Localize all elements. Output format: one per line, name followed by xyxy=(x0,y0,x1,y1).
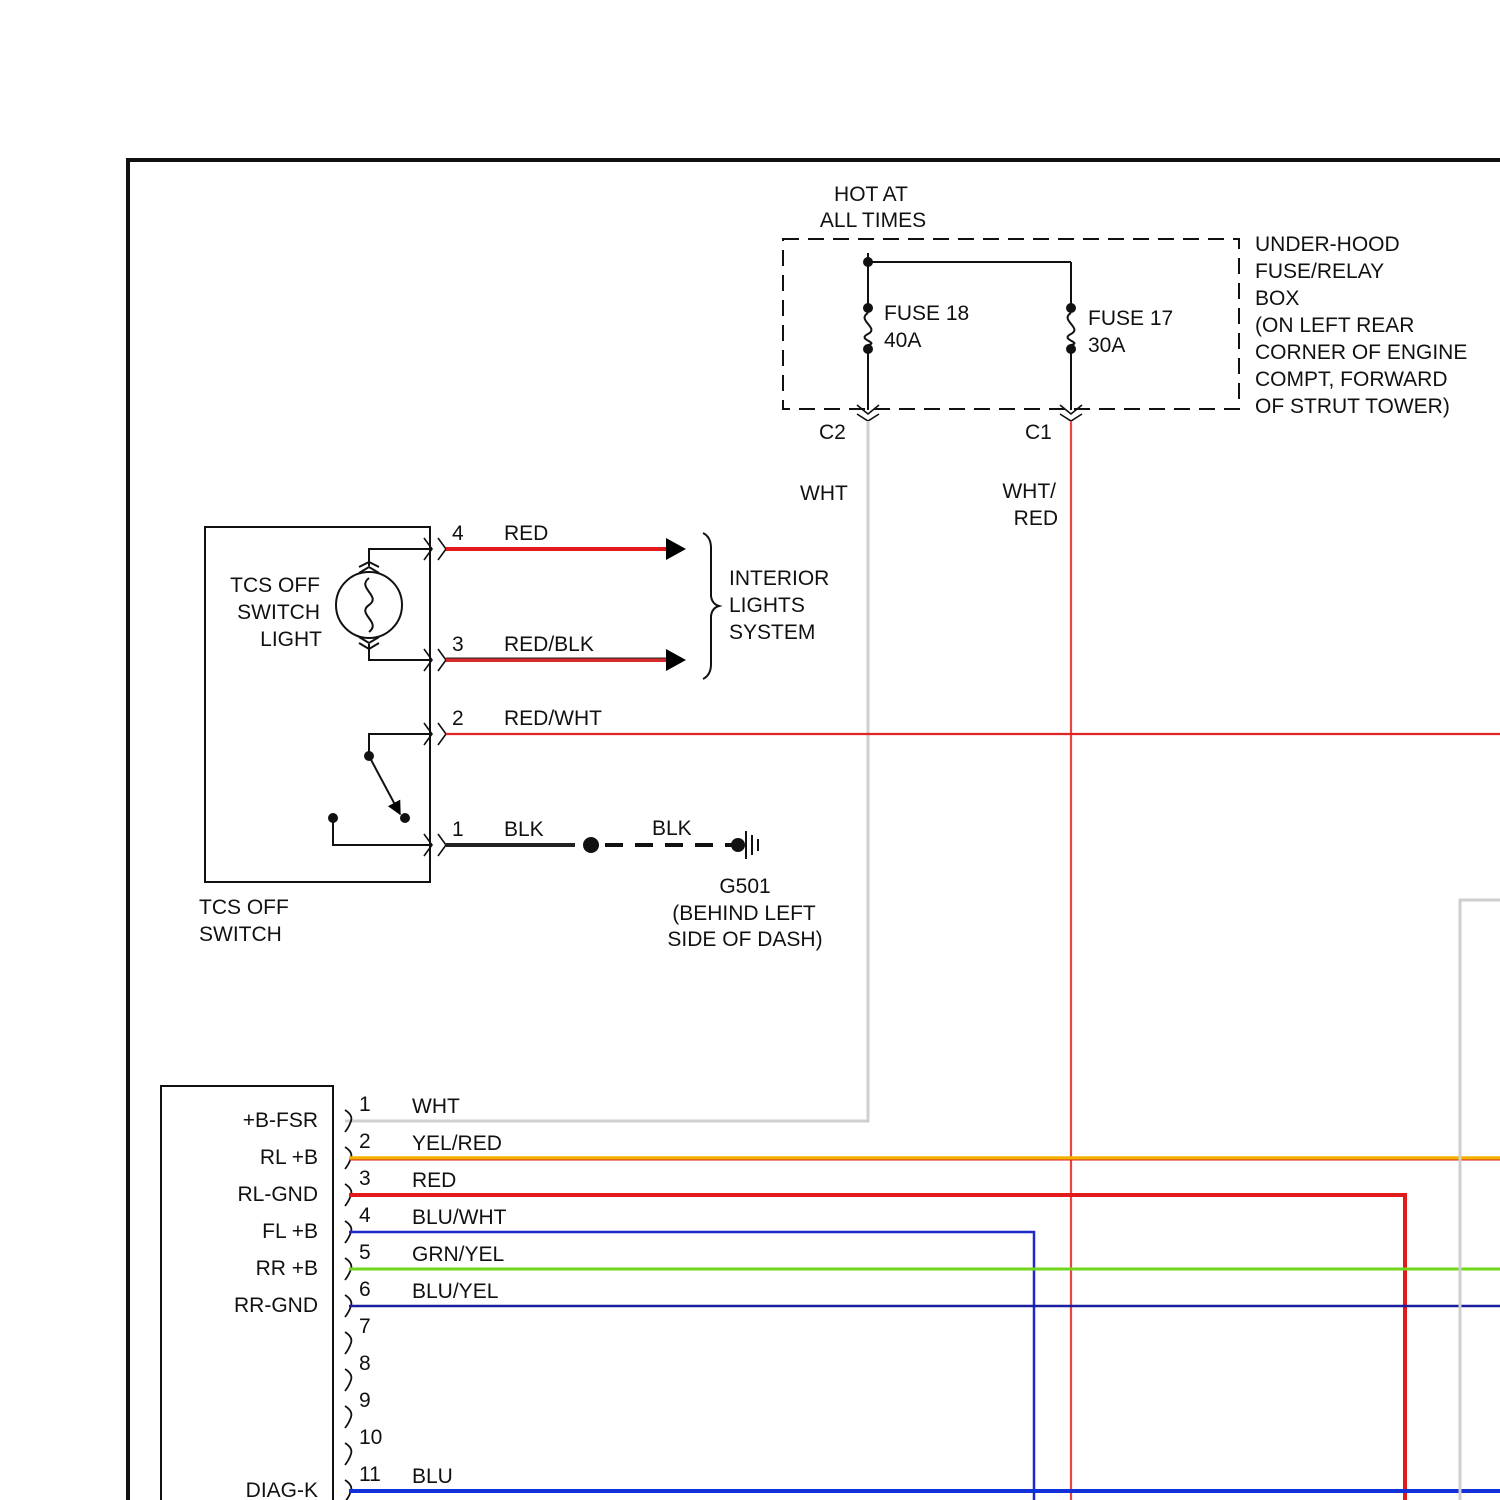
bus-junction-dot xyxy=(863,257,873,267)
box-desc-line: COMPT, FORWARD xyxy=(1255,368,1448,391)
fuse-box-description: UNDER-HOOD FUSE/RELAY BOX (ON LEFT REAR … xyxy=(1255,233,1467,418)
switch-contact-icon xyxy=(328,734,432,845)
module-pin-number: 2 xyxy=(359,1130,371,1153)
module-pin-glyph xyxy=(345,1369,351,1391)
module-wire-label: BLU xyxy=(412,1465,453,1488)
ground-wire-label: BLK xyxy=(652,817,692,840)
box-desc-line: CORNER OF ENGINE xyxy=(1255,341,1467,364)
wire-c1-color-label: WHT/ xyxy=(1002,480,1056,503)
tcs-light-label: SWITCH xyxy=(237,601,320,624)
fuse-18-name: FUSE 18 xyxy=(884,302,969,325)
module-wire-label: RED xyxy=(412,1169,456,1192)
tcs-pin-number: 4 xyxy=(452,522,464,545)
wire-c1-color-label: RED xyxy=(1014,507,1058,530)
interior-lights-brace xyxy=(703,533,719,679)
fuse-17-rating: 30A xyxy=(1088,334,1125,357)
fuse-relay-box: HOT AT ALL TIMES UNDER-HOOD FUSE/RELAY B… xyxy=(783,183,1467,444)
module-pin-number: 11 xyxy=(359,1463,381,1486)
fuse-17-name: FUSE 17 xyxy=(1088,307,1173,330)
box-desc-line: BOX xyxy=(1255,287,1299,310)
tcs-wire-label: RED xyxy=(504,522,548,545)
wire-red-rl-gnd xyxy=(349,1195,1405,1500)
module-pin-label: DIAG-K xyxy=(246,1479,318,1500)
module-pin-label: RL-GND xyxy=(237,1183,318,1206)
module-pin-number: 7 xyxy=(359,1315,371,1338)
ground-label: SIDE OF DASH) xyxy=(667,928,822,951)
tcs-pin-number: 1 xyxy=(452,818,464,841)
box-desc-line: OF STRUT TOWER) xyxy=(1255,395,1450,418)
interior-lights-label: SYSTEM xyxy=(729,621,815,644)
module-pin-label: RL +B xyxy=(260,1146,318,1169)
tcs-switch-name: TCS OFF xyxy=(199,896,289,919)
arrow-right-icon xyxy=(666,538,686,560)
fuse-18-rating: 40A xyxy=(884,329,921,352)
module-pin-glyph xyxy=(345,1443,351,1465)
module-pin-number: 8 xyxy=(359,1352,371,1375)
module-wire-label: BLU/WHT xyxy=(412,1206,507,1229)
module-pin-glyph xyxy=(345,1332,351,1354)
box-desc-line: FUSE/RELAY xyxy=(1255,260,1384,283)
fuse-18-symbol xyxy=(863,303,873,354)
wire-wht-right xyxy=(1460,900,1500,1500)
box-desc-line: (ON LEFT REAR xyxy=(1255,314,1414,337)
arrow-right-icon xyxy=(666,649,686,671)
connector-c2-label: C2 xyxy=(819,421,846,444)
module-pin-number: 1 xyxy=(359,1093,371,1116)
tcs-switch-name: SWITCH xyxy=(199,923,282,946)
module-wire-label: GRN/YEL xyxy=(412,1243,504,1266)
module-pin-number: 4 xyxy=(359,1204,371,1227)
tcs-wire-label: RED/WHT xyxy=(504,707,602,730)
interior-lights-label: LIGHTS xyxy=(729,594,805,617)
box-desc-line: UNDER-HOOD xyxy=(1255,233,1400,256)
tcs-wire-label: RED/BLK xyxy=(504,633,594,656)
module-pin-glyph xyxy=(345,1406,351,1428)
module-pin-label: +B-FSR xyxy=(243,1109,318,1132)
ground-icon xyxy=(731,831,758,859)
ground-label: (BEHIND LEFT xyxy=(672,902,816,925)
tcs-pin-number: 3 xyxy=(452,633,464,656)
module-pins: 1 +B-FSR WHT 2 RL +B YEL/RED 3RL-GND RED 4 FL +B B… xyxy=(234,1093,507,1500)
hot-at-label: HOT AT xyxy=(834,183,908,206)
module-pin-number: 10 xyxy=(359,1426,382,1449)
tcs-pin-number: 2 xyxy=(452,707,464,730)
module-pin-label: RR +B xyxy=(256,1257,318,1280)
tcs-light-label: TCS OFF xyxy=(230,574,320,597)
bulb-icon xyxy=(336,549,432,660)
wire-blu-wht xyxy=(349,1232,1034,1500)
module-wire-label: YEL/RED xyxy=(412,1132,502,1155)
module-pin-number: 5 xyxy=(359,1241,371,1264)
fuse-17-symbol xyxy=(1066,303,1076,354)
splice-dot xyxy=(583,837,599,853)
module-wire-label: BLU/YEL xyxy=(412,1280,498,1303)
module-pin-number: 6 xyxy=(359,1278,371,1301)
module-pin-label: RR-GND xyxy=(234,1294,318,1317)
connector-c1-label: C1 xyxy=(1025,421,1052,444)
module-pin-label: FL +B xyxy=(262,1220,318,1243)
all-times-label: ALL TIMES xyxy=(820,209,926,232)
wire-c2-color-label: WHT xyxy=(800,482,848,505)
module-wire-label: WHT xyxy=(412,1095,460,1118)
ground-label: G501 xyxy=(719,875,770,898)
interior-lights-label: INTERIOR xyxy=(729,567,829,590)
module-connector: 1 +B-FSR WHT 2 RL +B YEL/RED 3RL-GND RED 4 FL +B B… xyxy=(161,1086,507,1500)
tcs-light-label: LIGHT xyxy=(260,628,322,651)
tcs-wire-label: BLK xyxy=(504,818,544,841)
tcs-connector-glyphs xyxy=(424,538,446,856)
module-pin-number: 3 xyxy=(359,1167,371,1190)
module-pin-number: 9 xyxy=(359,1389,371,1412)
